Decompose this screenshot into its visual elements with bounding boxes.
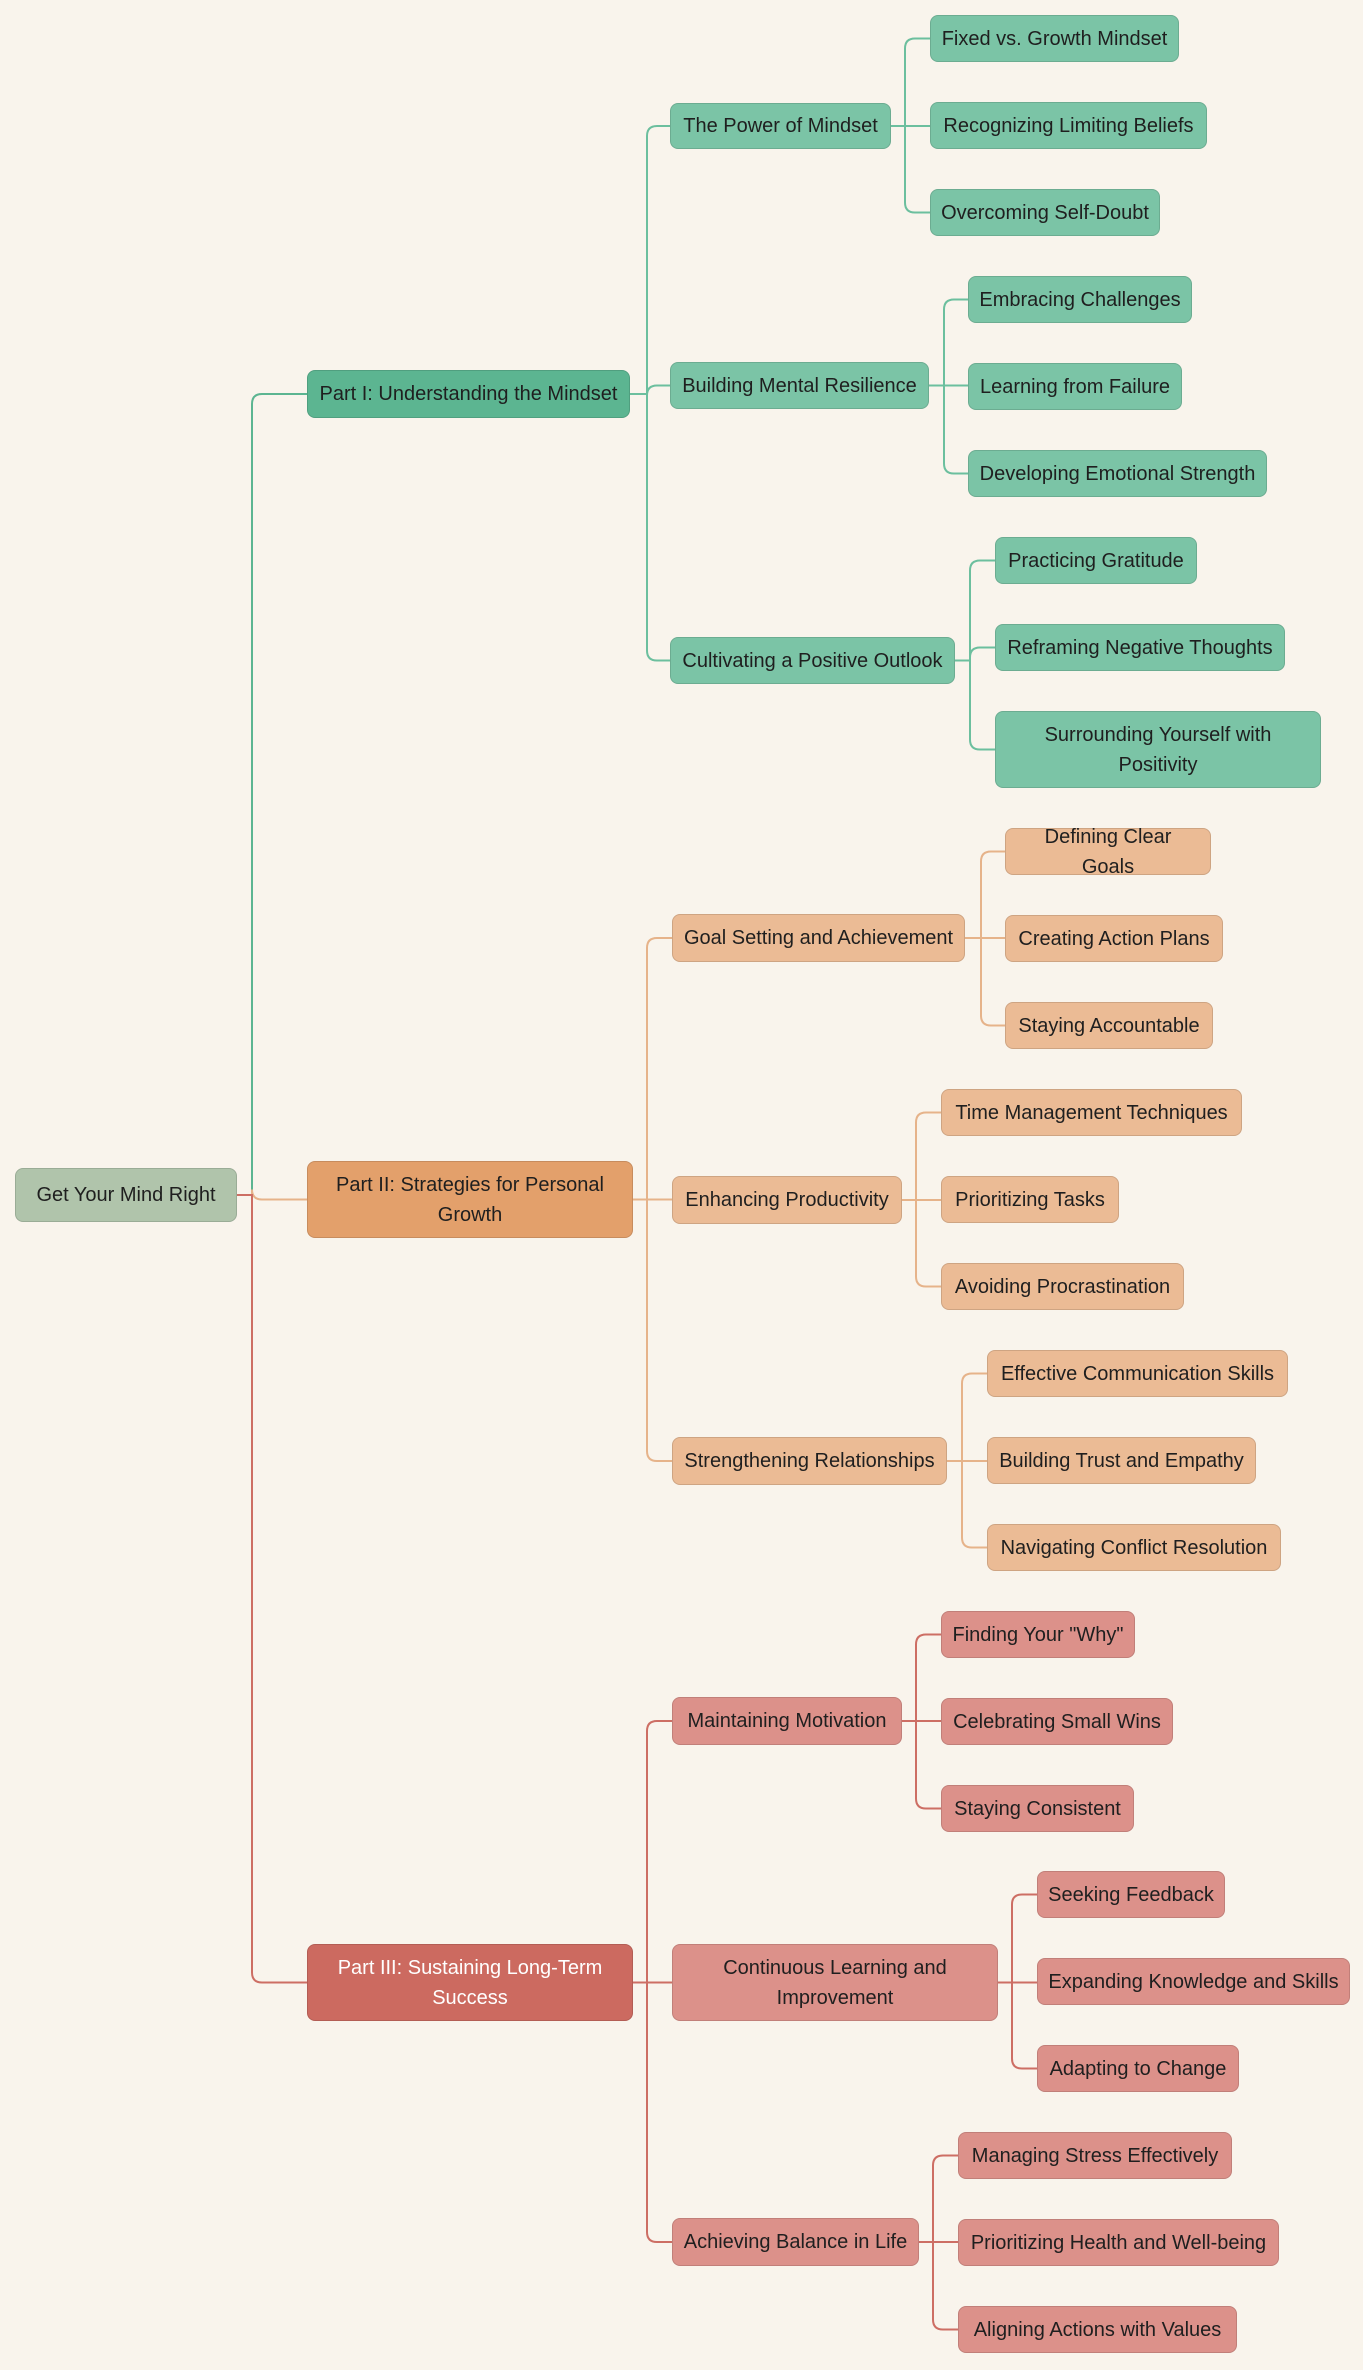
item-embracing-challenges: Embracing Challenges [968, 276, 1192, 323]
connector-topic-positive-outlook-item-2 [955, 646, 995, 662]
connector-root-part-2 [237, 1189, 307, 1201]
connector-topic-continuous-learning-item-1 [998, 1893, 1037, 1984]
topic-power-of-mindset: The Power of Mindset [670, 103, 891, 149]
connector-topic-positive-outlook-item-3 [955, 659, 995, 751]
item-finding-your-why: Finding Your "Why" [941, 1611, 1135, 1658]
item-avoiding-procrastination: Avoiding Procrastination [941, 1263, 1184, 1310]
root-node: Get Your Mind Right [15, 1168, 237, 1222]
connector-topic-positive-outlook-item-1 [955, 559, 995, 662]
item-expanding-knowledge: Expanding Knowledge and Skills [1037, 1958, 1350, 2005]
item-conflict-resolution: Navigating Conflict Resolution [987, 1524, 1281, 1571]
item-limiting-beliefs: Recognizing Limiting Beliefs [930, 102, 1207, 149]
item-seeking-feedback: Seeking Feedback [1037, 1871, 1225, 1918]
part-1-node: Part I: Understanding the Mindset [307, 370, 630, 418]
connector-topic-mental-resilience-item-3 [929, 384, 968, 475]
topic-goal-setting: Goal Setting and Achievement [672, 914, 965, 962]
item-defining-clear-goals: Defining Clear Goals [1005, 826, 1211, 878]
connector-part-1-node-topic-1 [630, 125, 670, 395]
item-surrounding-positivity: Surrounding Yourself with Positivity [995, 711, 1321, 788]
item-learning-from-failure: Learning from Failure [968, 363, 1182, 410]
item-managing-stress: Managing Stress Effectively [958, 2132, 1232, 2179]
item-adapting-to-change: Adapting to Change [1037, 2045, 1239, 2092]
connector-topic-balance-in-life-item-3 [919, 2241, 958, 2331]
part-3-node: Part III: Sustaining Long-Term Success [307, 1944, 633, 2021]
part-2-node: Part II: Strategies for Personal Growth [307, 1161, 633, 1238]
item-self-doubt: Overcoming Self-Doubt [930, 189, 1160, 236]
item-small-wins: Celebrating Small Wins [941, 1698, 1173, 1745]
item-trust-and-empathy: Building Trust and Empathy [987, 1437, 1256, 1484]
topic-balance-in-life: Achieving Balance in Life [672, 2218, 919, 2266]
topic-maintaining-motivation: Maintaining Motivation [672, 1697, 902, 1745]
connector-topic-maintaining-motivation-item-3 [902, 1720, 941, 1810]
connector-root-part-3 [237, 1194, 307, 1984]
item-health-wellbeing: Prioritizing Health and Well-being [958, 2219, 1279, 2266]
connector-topic-enhancing-productivity-item-3 [902, 1199, 941, 1288]
topic-positive-outlook: Cultivating a Positive Outlook [670, 637, 955, 684]
item-practicing-gratitude: Practicing Gratitude [995, 537, 1197, 584]
topic-mental-resilience: Building Mental Resilience [670, 362, 929, 409]
connector-topic-continuous-learning-item-3 [998, 1981, 1037, 2070]
connector-topic-maintaining-motivation-item-1 [902, 1633, 941, 1722]
connector-topic-strengthening-relationships-item-3 [947, 1460, 987, 1549]
connector-topic-goal-setting-item-3 [965, 937, 1005, 1027]
item-communication-skills: Effective Communication Skills [987, 1350, 1288, 1397]
connector-topic-strengthening-relationships-item-1 [947, 1372, 987, 1462]
connector-root-part-1 [237, 393, 307, 1196]
topic-continuous-learning: Continuous Learning and Improvement [672, 1944, 998, 2021]
item-fixed-vs-growth: Fixed vs. Growth Mindset [930, 15, 1179, 62]
connector-part-2-node-topic-3 [633, 1198, 672, 1462]
item-emotional-strength: Developing Emotional Strength [968, 450, 1267, 497]
connector-topic-enhancing-productivity-item-1 [902, 1111, 941, 1201]
connector-topic-power-of-mindset-item-1 [891, 37, 930, 127]
item-staying-accountable: Staying Accountable [1005, 1002, 1213, 1049]
connector-topic-mental-resilience-item-1 [929, 298, 968, 387]
topic-strengthening-relationships: Strengthening Relationships [672, 1437, 947, 1485]
topic-enhancing-productivity: Enhancing Productivity [672, 1176, 902, 1224]
connector-part-3-node-topic-1 [633, 1720, 672, 1984]
item-prioritizing-tasks: Prioritizing Tasks [941, 1176, 1119, 1223]
item-reframing-thoughts: Reframing Negative Thoughts [995, 624, 1285, 671]
connector-topic-power-of-mindset-item-3 [891, 125, 930, 214]
item-action-plans: Creating Action Plans [1005, 915, 1223, 962]
item-staying-consistent: Staying Consistent [941, 1785, 1134, 1832]
connector-topic-goal-setting-item-1 [965, 850, 1005, 939]
item-time-management: Time Management Techniques [941, 1089, 1242, 1136]
connector-part-3-node-topic-3 [633, 1981, 672, 2243]
connector-part-2-node-topic-1 [633, 937, 672, 1201]
item-aligning-actions: Aligning Actions with Values [958, 2306, 1237, 2353]
connector-topic-balance-in-life-item-1 [919, 2154, 958, 2243]
connector-part-1-node-topic-3 [630, 393, 670, 662]
